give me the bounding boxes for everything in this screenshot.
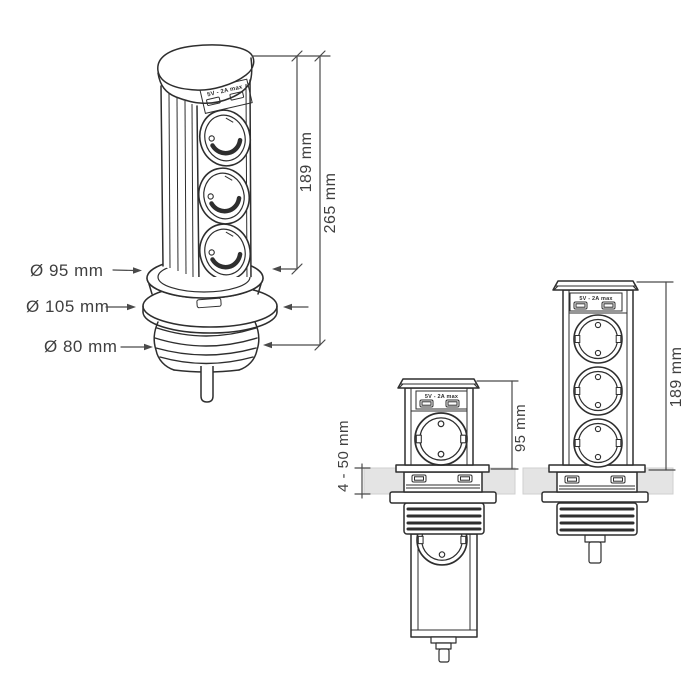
cable-stem	[438, 648, 450, 663]
retracted-dimensions: 4 - 50 mm 95 mm	[335, 380, 529, 499]
socket-outlet-icon	[414, 412, 468, 466]
retracted-usb-label: 5V - 2A max	[425, 394, 459, 400]
dim-label-height-95: 95 mm	[512, 404, 529, 452]
extended-usb-label: 5V - 2A max	[579, 296, 613, 302]
retracted-threaded-body	[403, 502, 485, 535]
retracted-cap	[397, 378, 480, 389]
extended-dimensions: 189 mm	[636, 281, 685, 471]
extended-cap	[552, 280, 639, 291]
dim-label-diameter-105: Ø 105 mm	[26, 297, 109, 316]
stem-step	[430, 636, 457, 644]
dim-label-diameter-80: Ø 80 mm	[44, 337, 117, 356]
socket-outlet-icon	[573, 418, 623, 468]
iso-tower: 5V - 2A max	[157, 44, 257, 286]
socket-outlet-icon	[573, 366, 623, 416]
extended-usb-panel: 5V - 2A max	[569, 292, 627, 314]
retracted-upper-body: 5V - 2A max	[397, 378, 480, 466]
socket-outlet-icon	[573, 314, 623, 364]
iso-dimensions: 189 mm 265 mm Ø 95 mm Ø 105 mm Ø 80 mm	[26, 50, 339, 356]
collar-release-slot	[196, 297, 222, 309]
stem-step	[584, 534, 606, 543]
extended-flange	[541, 491, 649, 503]
cable-stem	[588, 541, 602, 564]
dim-label-counter-thickness: 4 - 50 mm	[335, 420, 352, 492]
iso-threaded-body	[153, 321, 260, 373]
dim-label-height-189: 189 mm	[298, 132, 315, 193]
retracted-usb-panel: 5V - 2A max	[411, 390, 468, 412]
extended-threaded-body	[556, 502, 638, 536]
dim-label-height-265: 265 mm	[322, 173, 339, 234]
stem-step	[435, 642, 452, 650]
iso-collar-ring-front	[146, 276, 264, 309]
dim-label-height-189-extended: 189 mm	[668, 347, 685, 408]
retracted-lower-body	[410, 533, 478, 663]
extended-body: 5V - 2A max	[552, 280, 639, 468]
retracted-collar	[395, 464, 490, 493]
pop-up-socket-extended-view: 5V - 2A max 189 mm	[522, 280, 685, 564]
iso-cable-stem	[200, 366, 214, 403]
iso-cap	[157, 44, 255, 104]
retracted-flange	[389, 491, 497, 504]
dim-label-diameter-95: Ø 95 mm	[30, 261, 103, 280]
extended-collar	[548, 464, 646, 493]
pop-up-socket-retracted-view: 5V - 2A max 4 - 50 mm 95 mm	[335, 378, 529, 663]
pop-up-socket-isometric-view: 5V - 2A max	[26, 44, 339, 403]
